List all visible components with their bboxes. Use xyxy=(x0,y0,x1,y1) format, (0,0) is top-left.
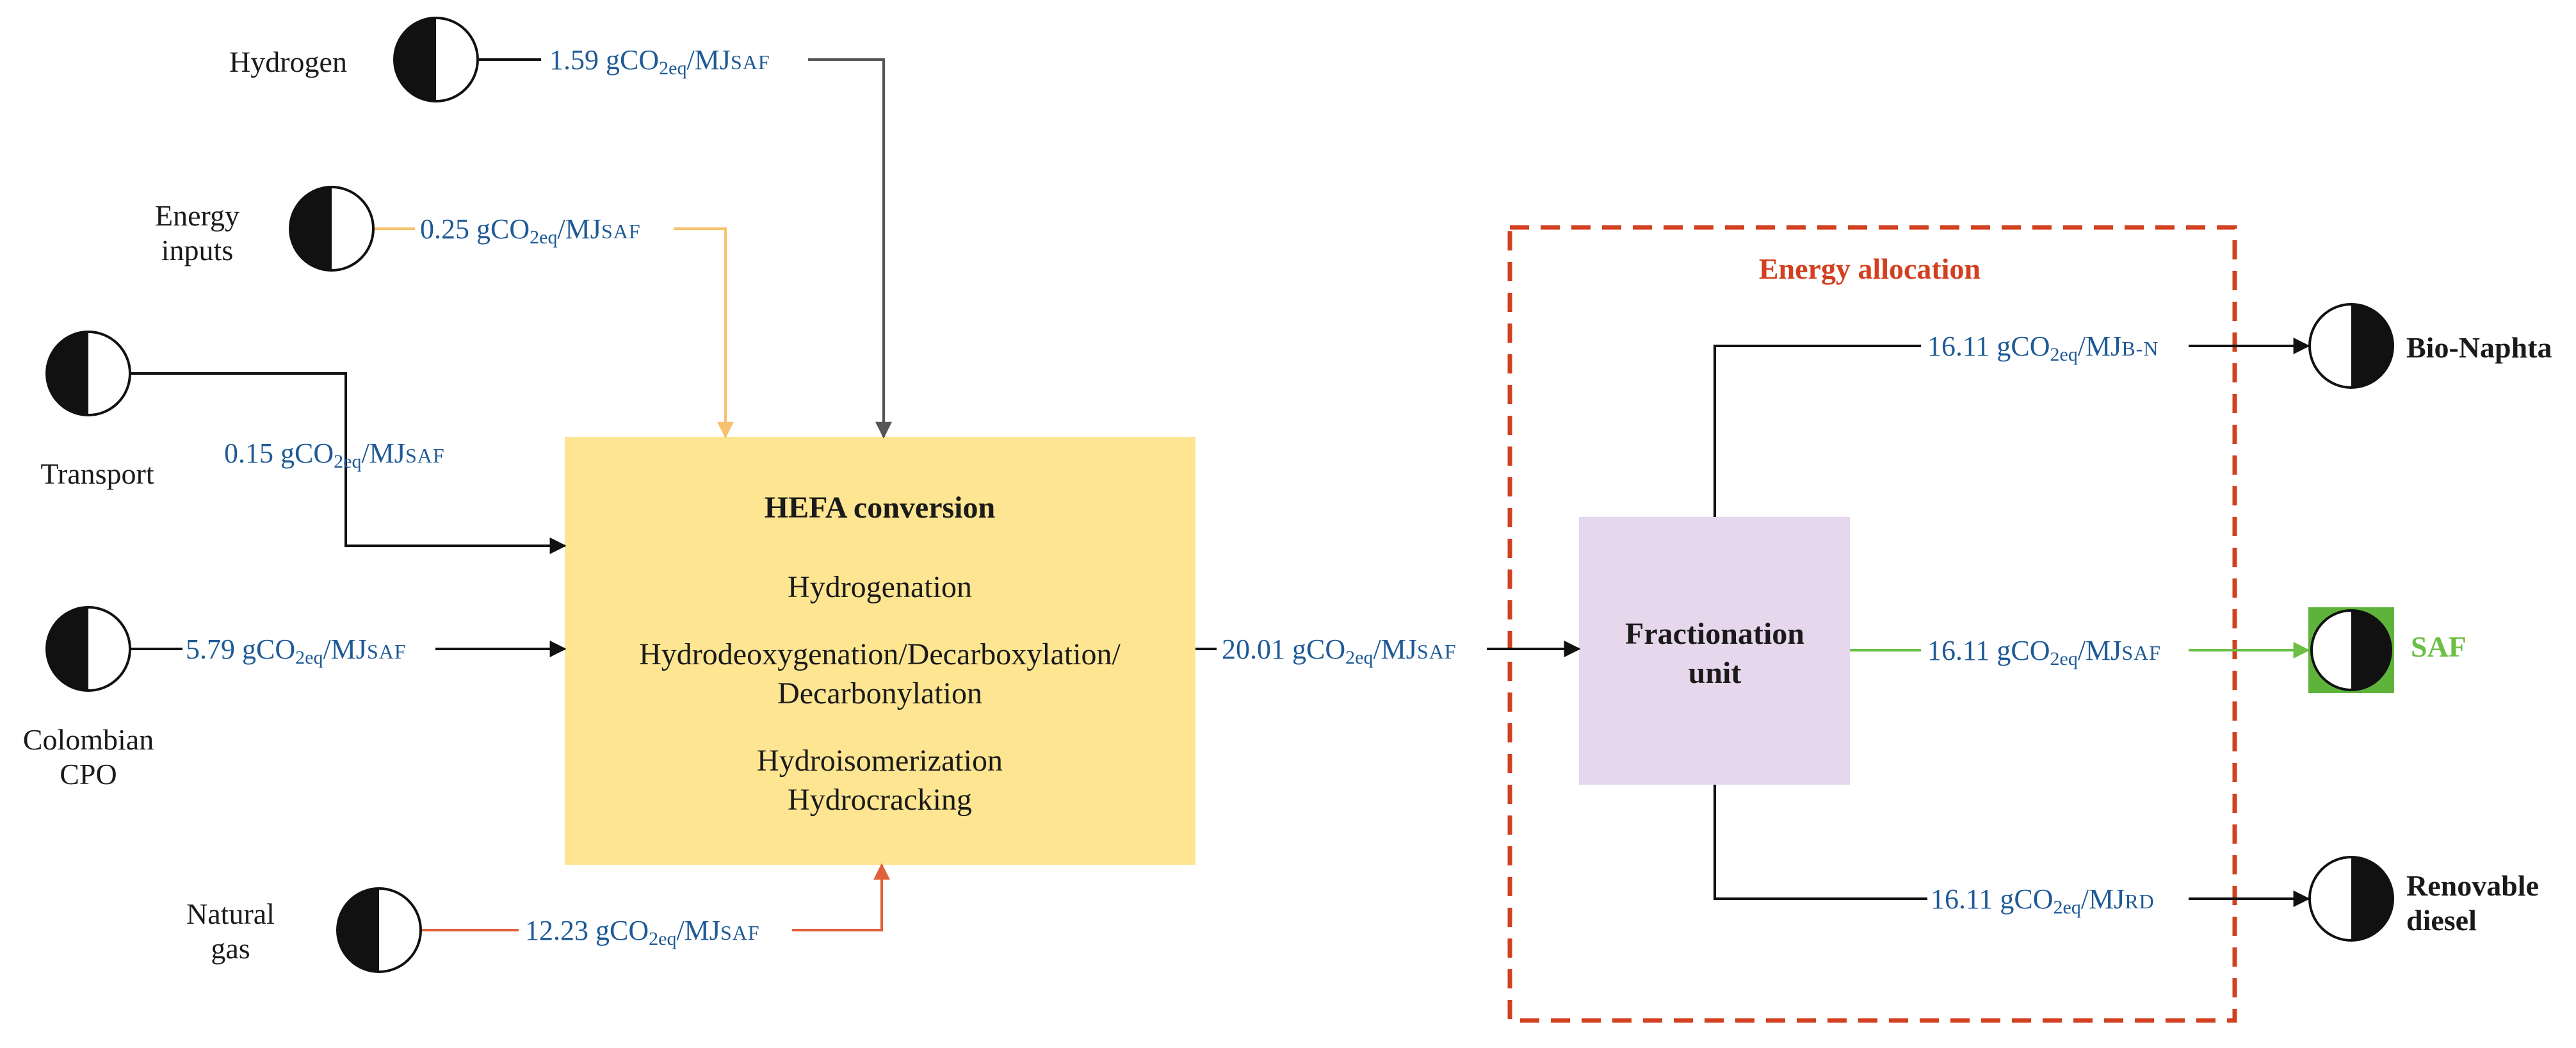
diesel-flow-label: 16.11 gCO2eq/MJRD xyxy=(1931,883,2155,918)
energy-allocation-box xyxy=(1507,225,2237,1023)
gas-flow-label: 12.23 gCO2eq/MJSAF xyxy=(525,915,760,949)
diesel-label-line2: diesel xyxy=(2406,904,2477,937)
hefa-conversion-box xyxy=(565,437,1195,865)
fractionation-unit-box xyxy=(1579,517,1850,785)
diesel-connector xyxy=(1713,785,1927,900)
energy-arrow xyxy=(674,227,734,439)
gas-arrow xyxy=(792,863,890,931)
gas-label-line1: Natural xyxy=(186,897,275,930)
transport-flow-label: 0.15 gCO2eq/MJSAF xyxy=(224,438,445,472)
energy-label-line1: Energy xyxy=(155,199,239,232)
naphtha-connector xyxy=(1713,345,1921,517)
diesel-label-line1: Renovable xyxy=(2406,869,2539,902)
gas-label-line2: gas xyxy=(211,932,250,965)
hydrogen-flow-label: 1.59 gCO2eq/MJSAF xyxy=(549,44,770,79)
transport-node-icon xyxy=(45,331,131,416)
naphtha-label: Bio-Naphta xyxy=(2406,331,2552,364)
hydrogen-arrow xyxy=(808,58,892,439)
naphtha-node-icon xyxy=(2308,303,2394,389)
transport-arrow xyxy=(130,372,567,554)
energy-label-line2: inputs xyxy=(161,234,233,266)
energy-flow-label: 0.25 gCO2eq/MJSAF xyxy=(420,213,641,248)
diesel-node-icon xyxy=(2308,856,2394,942)
fractionation-label-line2: unit xyxy=(1689,656,1742,690)
saf-label: SAF xyxy=(2411,630,2467,663)
transport-label: Transport xyxy=(40,457,154,490)
fractionation-label-line1: Fractionation xyxy=(1625,617,1804,651)
cpo-label-line2: CPO xyxy=(60,758,117,790)
hefa-step-isomerization: Hydroisomerization xyxy=(757,744,1003,778)
hefa-step-hdo-line1: Hydrodeoxygenation/Decarboxylation/ xyxy=(639,637,1121,671)
hefa-step-hdo-line2: Decarbonylation xyxy=(777,676,982,710)
energy-allocation-title: Energy allocation xyxy=(1759,252,1981,285)
cpo-label-line1: Colombian xyxy=(23,723,154,756)
saf-flow-label: 16.11 gCO2eq/MJSAF xyxy=(1927,635,2161,669)
gas-node-icon xyxy=(336,887,422,973)
energy-node-icon xyxy=(289,186,375,272)
naphtha-flow-label: 16.11 gCO2eq/MJB-N xyxy=(1927,331,2159,365)
hefa-out-flow-label: 20.01 gCO2eq/MJSAF xyxy=(1222,634,1457,668)
hefa-step-cracking: Hydrocracking xyxy=(788,783,972,817)
hefa-title: HEFA conversion xyxy=(765,491,995,525)
hydrogen-node-icon xyxy=(393,17,479,102)
hydrogen-label: Hydrogen xyxy=(229,45,347,78)
saf-node-icon xyxy=(2308,607,2394,693)
cpo-node-icon xyxy=(45,606,131,692)
cpo-flow-label: 5.79 gCO2eq/MJSAF xyxy=(186,634,407,668)
hefa-step-hydrogenation: Hydrogenation xyxy=(788,570,972,604)
